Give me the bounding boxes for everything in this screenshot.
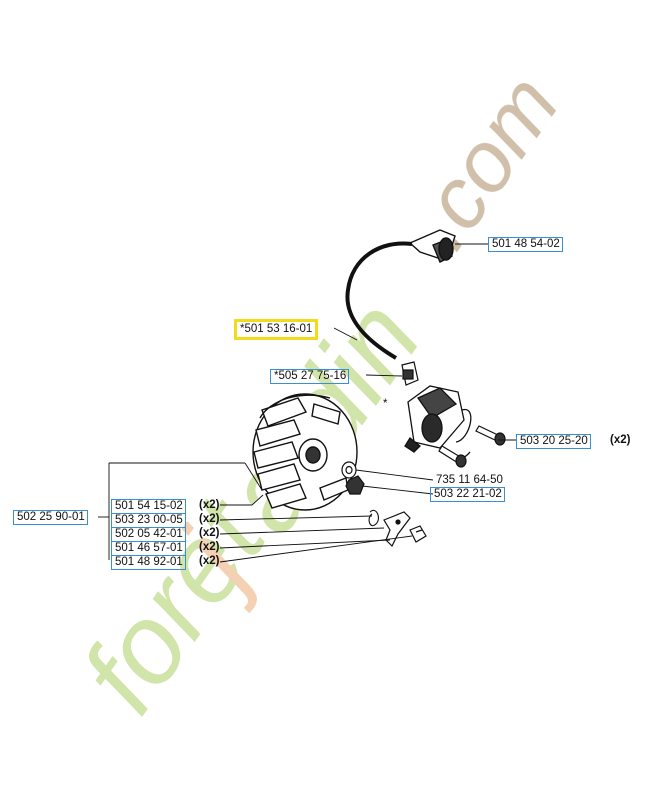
part-link-502-05-42-01[interactable]: 502 05 42-01 <box>111 527 186 542</box>
quantity-501-48-92-01: (x2) <box>199 555 220 567</box>
part-link-501-46-57-01[interactable]: 501 46 57-01 <box>111 541 186 556</box>
part-link-501-53-16-01-highlighted[interactable]: *501 53 16-01 <box>234 319 319 340</box>
spring <box>368 509 379 527</box>
part-link-505-27-75-16[interactable]: *505 27 75-16 <box>270 369 350 384</box>
ignition-lead <box>345 241 413 360</box>
leader-lines <box>98 243 516 563</box>
lead-terminal <box>401 361 419 386</box>
quantity-503-20-25-20: (x2) <box>610 434 631 446</box>
part-link-501-48-54-02[interactable]: 501 48 54-02 <box>488 237 563 252</box>
part-link-503-20-25-20[interactable]: 503 20 25-20 <box>516 434 591 449</box>
quantity-502-05-42-01: (x2) <box>199 527 220 539</box>
washer <box>341 461 357 479</box>
watermark-text-com: .com <box>392 58 578 266</box>
part-link-501-54-15-02[interactable]: 501 54 15-02 <box>111 499 186 514</box>
quantity-501-46-57-01: (x2) <box>199 541 220 553</box>
ignition-module <box>404 385 472 460</box>
module-screws <box>438 425 506 468</box>
part-link-503-23-00-05[interactable]: 503 23 00-05 <box>111 513 186 528</box>
star-marker: * <box>383 398 388 410</box>
quantity-501-54-15-02: (x2) <box>199 499 220 511</box>
spark-plug-cap <box>408 229 456 263</box>
pawl-screw <box>409 525 427 543</box>
part-link-501-48-92-01[interactable]: 501 48 92-01 <box>111 555 186 570</box>
nut <box>345 475 365 495</box>
pawl <box>383 511 411 548</box>
part-link-502-25-90-01[interactable]: 502 25 90-01 <box>13 510 88 525</box>
flywheel <box>252 393 358 511</box>
quantity-503-23-00-05: (x2) <box>199 513 220 525</box>
part-label-735-11-64-50: 735 11 64-50 <box>436 474 503 486</box>
part-link-503-22-21-02[interactable]: 503 22 21-02 <box>430 487 505 502</box>
